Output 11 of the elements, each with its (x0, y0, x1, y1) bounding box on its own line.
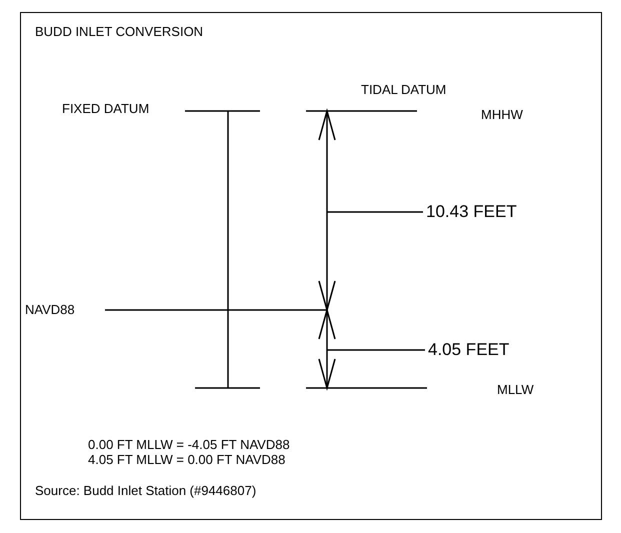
datum-label: TIDAL DATUM (361, 82, 446, 97)
conversion-note: 0.00 FT MLLW = -4.05 FT NAVD88 (88, 437, 290, 452)
datum-label: MHHW (481, 107, 523, 122)
datum-label: MLLW (497, 382, 534, 397)
diagram-title: BUDD INLET CONVERSION (35, 24, 204, 39)
datum-label: NAVD88 (25, 302, 75, 317)
conversion-note: 4.05 FT MLLW = 0.00 FT NAVD88 (88, 452, 286, 467)
source-note: Source: Budd Inlet Station (#9446807) (35, 483, 256, 498)
dimension-label: 10.43 FEET (426, 202, 517, 222)
dimension-label: 4.05 FEET (428, 340, 510, 360)
datum-label: FIXED DATUM (62, 101, 150, 116)
